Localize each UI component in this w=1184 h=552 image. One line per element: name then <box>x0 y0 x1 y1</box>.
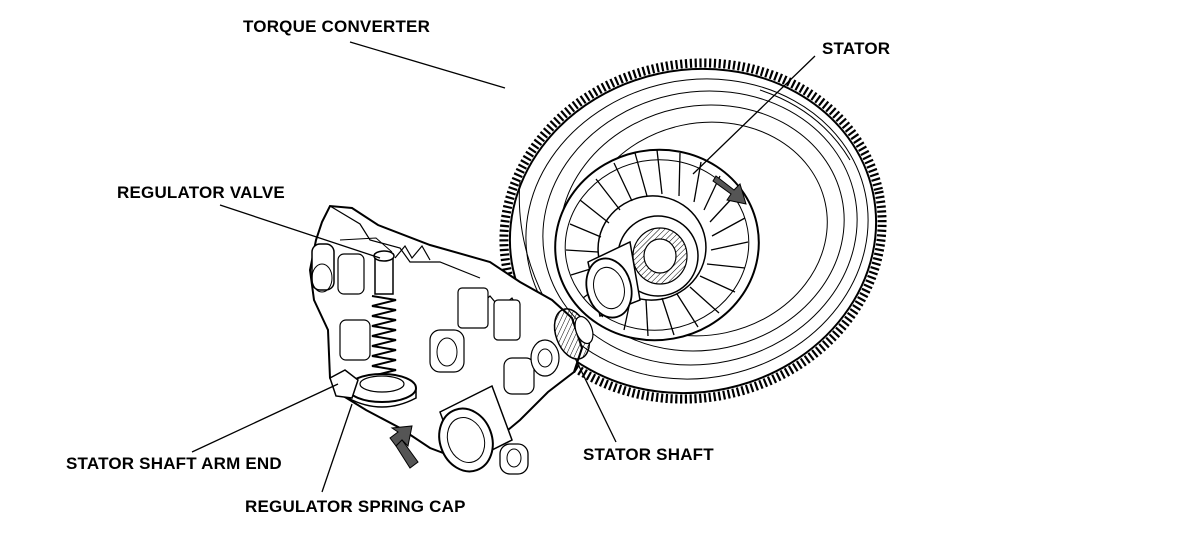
leader-lines <box>191 41 816 493</box>
stator-shaft-arm-end <box>329 369 359 399</box>
label-torque-converter: TORQUE CONVERTER <box>243 17 431 36</box>
leader-regulator-valve <box>219 204 381 259</box>
label-stator: STATOR <box>822 39 891 58</box>
stator-shaft-spline <box>553 308 594 360</box>
direction-arrow-icon <box>712 175 747 205</box>
leader-stator-shaft-arm-end <box>191 383 339 453</box>
regulator-spring-cap <box>347 373 417 408</box>
label-stator-shaft: STATOR SHAFT <box>583 445 714 464</box>
regulator-valve <box>371 250 397 377</box>
leader-regulator-spring-cap <box>321 403 353 493</box>
leader-stator-shaft <box>574 357 617 443</box>
label-stator-shaft-arm-end: STATOR SHAFT ARM END <box>66 454 282 473</box>
leader-torque-converter <box>349 41 506 89</box>
leader-stator <box>692 55 816 175</box>
direction-arrow-icon <box>389 425 419 469</box>
label-regulator-valve: REGULATOR VALVE <box>117 183 285 202</box>
label-regulator-spring-cap: REGULATOR SPRING CAP <box>245 497 466 516</box>
